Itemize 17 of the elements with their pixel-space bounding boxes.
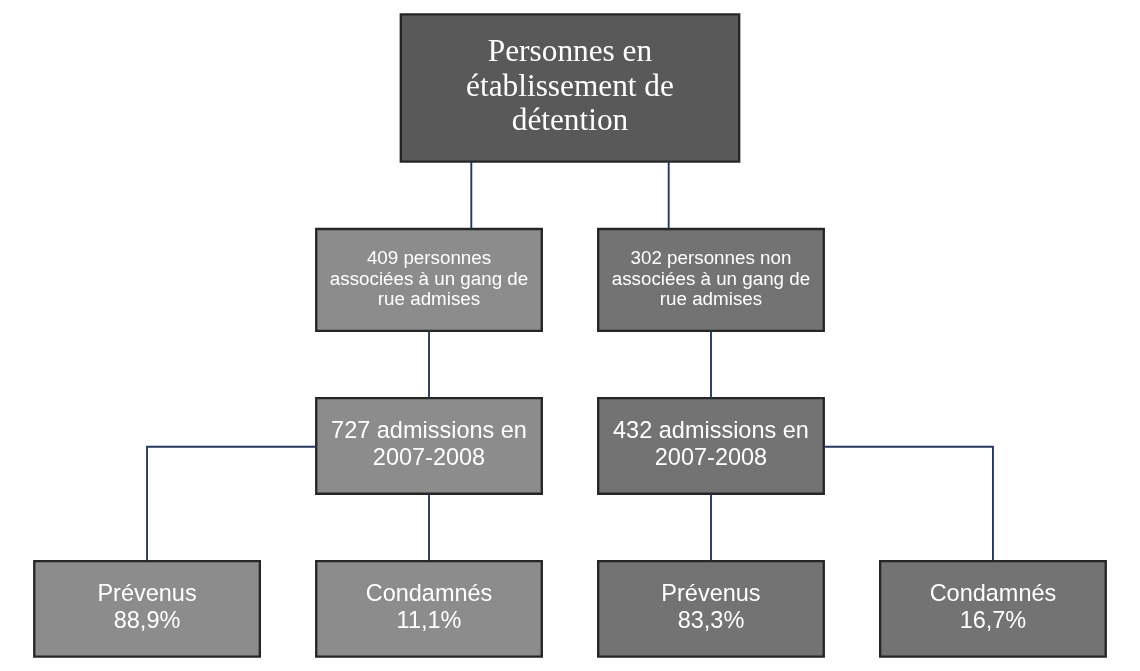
node-box: Condamnés 11,1% xyxy=(315,559,543,658)
connector xyxy=(667,160,670,230)
connector xyxy=(470,160,473,230)
connector xyxy=(428,330,430,399)
node-box: 409 personnes associées à un gang de rue admises xyxy=(315,227,543,332)
node-box: 432 admissions en 2007-2008 xyxy=(597,397,825,495)
connector xyxy=(710,493,712,562)
node-box: 302 personnes non associées à un gang de rue admises xyxy=(597,227,825,332)
node-box: Prévenus 88,9% xyxy=(33,559,261,658)
connector xyxy=(823,445,994,562)
node-box: Condamnés 16,7% xyxy=(879,559,1107,658)
node-box: 727 admissions en 2007-2008 xyxy=(315,397,543,495)
connector xyxy=(428,493,430,562)
connector xyxy=(710,330,712,399)
node-box: Personnes en établissement de détention xyxy=(399,13,741,163)
node-box: Prévenus 83,3% xyxy=(597,559,825,658)
connector xyxy=(146,445,317,562)
